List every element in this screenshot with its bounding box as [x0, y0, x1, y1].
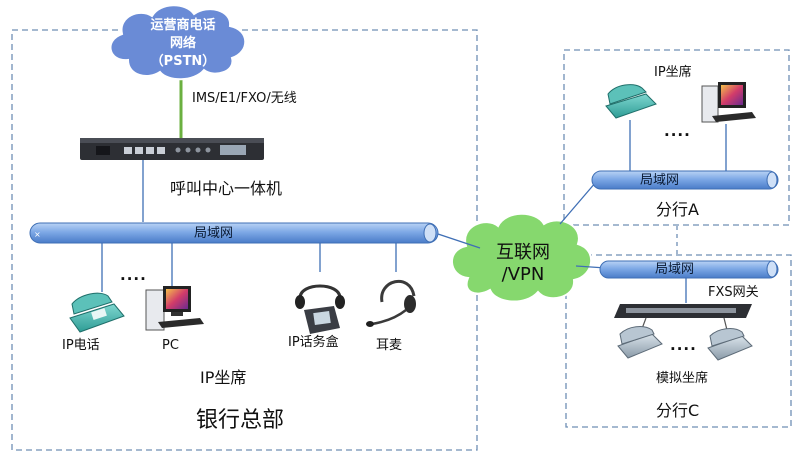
gateway-label: FXS网关	[708, 285, 759, 300]
trunk-label: IMS/E1/FXO/无线	[192, 91, 297, 106]
branch-a-ellipsis: ....	[664, 122, 691, 140]
hq-site-label: 银行总部	[196, 408, 285, 433]
branch-a-seat-label: IP坐席	[654, 65, 692, 80]
pstn-cloud-line2: 网络	[169, 36, 196, 51]
branch-a-site-label: 分行A	[656, 200, 699, 219]
device-label: 呼叫中心一体机	[170, 179, 283, 198]
branch-a-pc-icon	[701, 82, 756, 123]
hq-ip-seat-label: IP坐席	[200, 368, 247, 387]
internet-to-branch-a-link	[559, 181, 597, 225]
analog-seat-label: 模拟坐席	[656, 371, 709, 386]
hq-lan-label: 局域网	[194, 226, 234, 241]
branch-a-lan-bus	[591, 170, 779, 190]
pstn-cloud-line1: 运营商电话	[150, 18, 216, 33]
pstn-cloud	[109, 4, 247, 81]
internet-cloud	[451, 212, 593, 303]
hq-ellipsis: ....	[120, 266, 147, 284]
pc-label: PC	[162, 338, 179, 353]
headset-icon	[366, 279, 416, 327]
branch-c-lan-label: 局域网	[655, 262, 695, 277]
branch-c-ellipsis: ....	[670, 336, 697, 354]
branch-c-frame	[565, 254, 792, 428]
pstn-cloud-line3: （PSTN）	[150, 54, 216, 69]
branch-a-frame	[563, 49, 790, 226]
analog-phone-right-icon	[707, 328, 753, 361]
ip-box-label: IP话务盒	[288, 335, 339, 350]
svg-text:×: ×	[34, 230, 41, 239]
ip-phone-label: IP电话	[62, 338, 100, 353]
branch-c-lan-bus	[599, 260, 779, 279]
hq-to-internet-link	[437, 233, 481, 249]
hq-lan-bus: ×	[29, 222, 439, 244]
ip-box-icon	[295, 284, 345, 334]
call-center-appliance	[80, 138, 264, 160]
pc-icon	[145, 286, 204, 331]
internet-cloud-line1: 互联网	[496, 242, 550, 263]
fxs-gateway-icon	[614, 304, 752, 318]
headset-label: 耳麦	[376, 338, 403, 353]
branch-a-lan-label: 局域网	[640, 173, 680, 188]
analog-phone-left-icon	[617, 326, 663, 359]
ip-phone-icon	[69, 292, 125, 333]
internet-cloud-line2: /VPN	[501, 264, 545, 285]
branch-c-site-label: 分行C	[656, 401, 700, 420]
branch-a-ip-phone-icon	[605, 84, 657, 119]
